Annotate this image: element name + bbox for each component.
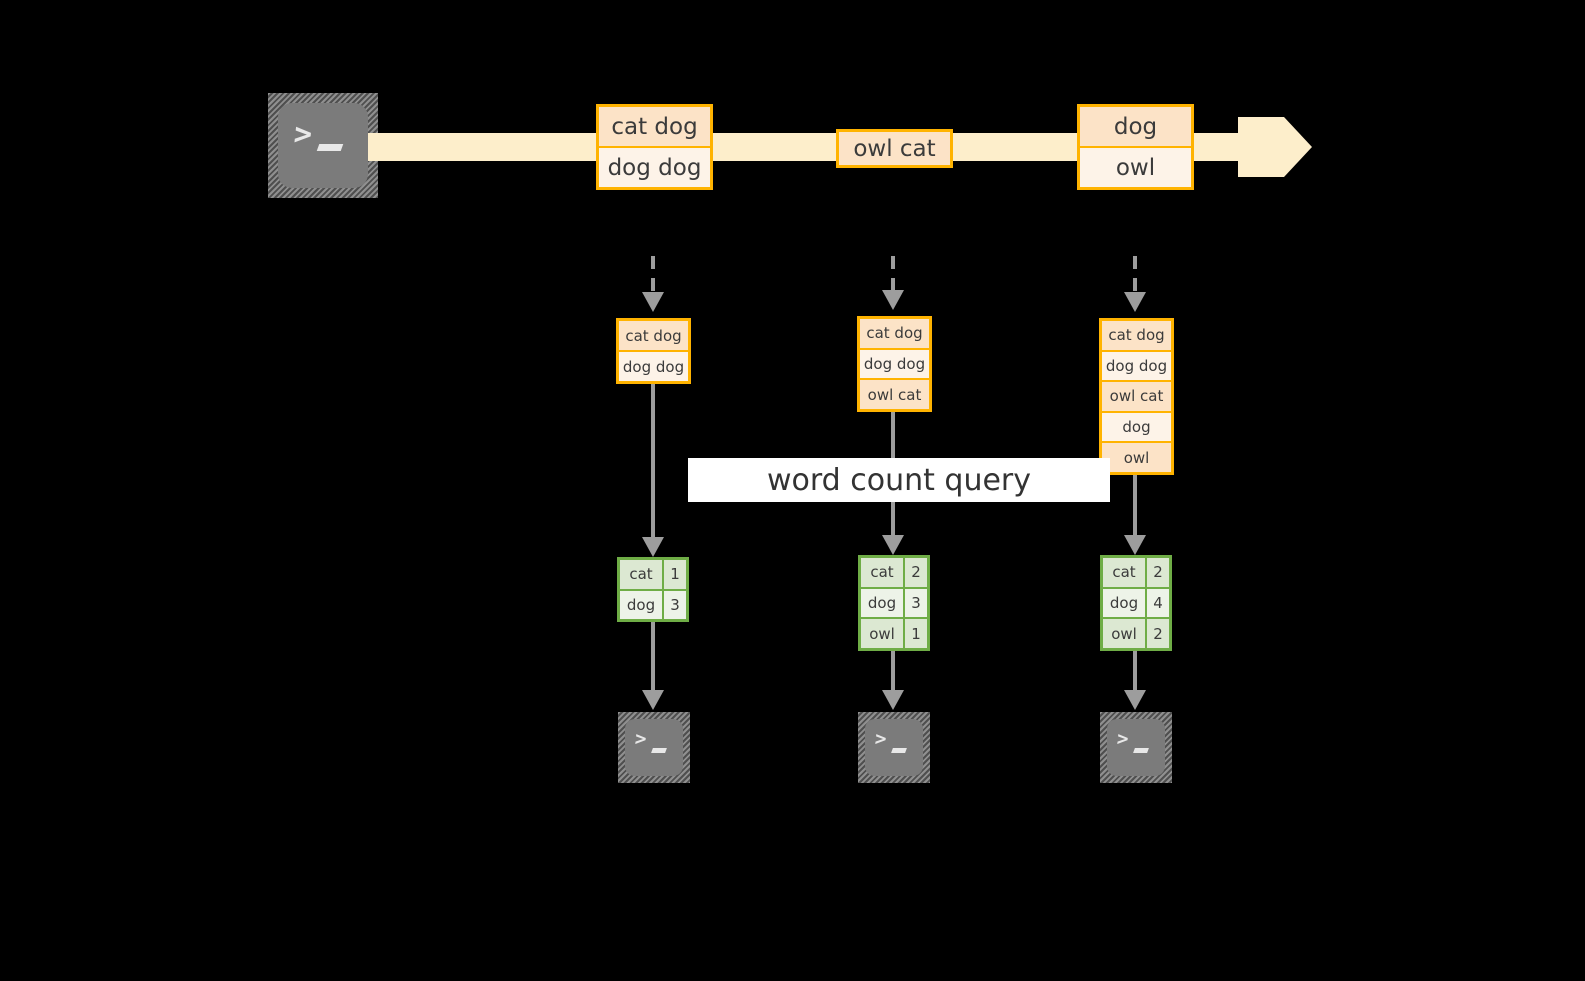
event-stream-head-shaft: [1238, 117, 1284, 177]
result-key-cell: cat: [861, 558, 905, 587]
result-row: cat 1: [620, 560, 686, 591]
terminal-prompt-glyph: >: [292, 117, 315, 152]
result-value-cell: 2: [1147, 619, 1169, 649]
stream-event-batch-2: owl cat: [836, 129, 953, 168]
result-table-3: cat 2 dog 4 owl 2: [1100, 555, 1172, 651]
snapshot-input-row: cat dog: [1102, 321, 1171, 352]
result-value-cell: 3: [905, 588, 927, 618]
terminal-screen: >: [625, 719, 683, 776]
query-arrowhead-3: [1124, 535, 1146, 555]
result-row: dog 4: [1103, 588, 1169, 620]
stream-event-batch-1: cat dog dog dog: [596, 104, 713, 190]
result-key-cell: dog: [620, 590, 664, 619]
result-value-cell: 1: [664, 560, 686, 589]
result-row: dog 3: [620, 590, 686, 619]
stream-event-line: dog dog: [599, 148, 710, 187]
result-key-cell: dog: [1103, 588, 1147, 618]
result-value-cell: 2: [905, 558, 927, 587]
sink-terminal-icon-1: >: [618, 712, 690, 783]
terminal-prompt-glyph: >: [634, 728, 649, 751]
terminal-screen: >: [278, 103, 368, 188]
result-row: owl 1: [861, 619, 927, 649]
query-connector-1: [651, 384, 655, 549]
snapshot-input-row: dog dog: [860, 349, 929, 381]
snapshot-feed-arrowhead-1: [642, 292, 664, 312]
result-row: dog 3: [861, 588, 927, 620]
result-row: owl 2: [1103, 619, 1169, 649]
snapshot-feed-arrowhead-2: [882, 290, 904, 310]
result-key-cell: cat: [620, 560, 664, 589]
result-value-cell: 1: [905, 619, 927, 649]
snapshot-feed-connector-2: [891, 256, 895, 292]
terminal-caret-icon: [890, 747, 907, 753]
snapshot-input-row: cat dog: [619, 321, 688, 352]
sink-terminal-icon-2: >: [858, 712, 930, 783]
right-arrow-icon: [1284, 117, 1312, 177]
result-row: cat 2: [1103, 558, 1169, 589]
terminal-caret-icon: [1132, 747, 1149, 753]
snapshot-input-row: owl cat: [860, 380, 929, 410]
terminal-screen: >: [1107, 719, 1165, 776]
terminal-screen: >: [865, 719, 923, 776]
result-table-1: cat 1 dog 3: [617, 557, 689, 622]
stream-event-line: cat dog: [599, 107, 710, 148]
snapshot-input-row: dog dog: [619, 352, 688, 381]
result-value-cell: 4: [1147, 588, 1169, 618]
stream-event-line: dog: [1080, 107, 1191, 148]
result-value-cell: 3: [664, 590, 686, 619]
snapshot-input-table-1: cat dog dog dog: [616, 318, 691, 384]
stream-event-line: owl: [1080, 148, 1191, 187]
stream-event-line: owl cat: [839, 132, 950, 165]
result-table-2: cat 2 dog 3 owl 1: [858, 555, 930, 651]
snapshot-input-row: owl cat: [1102, 382, 1171, 413]
terminal-caret-icon: [316, 143, 343, 151]
snapshot-input-row: cat dog: [860, 319, 929, 350]
query-arrowhead-1: [642, 537, 664, 557]
result-row: cat 2: [861, 558, 927, 589]
sink-connector-1: [651, 622, 655, 698]
snapshot-feed-arrowhead-3: [1124, 292, 1146, 312]
sink-terminal-icon-3: >: [1100, 712, 1172, 783]
query-arrowhead-2: [882, 535, 904, 555]
source-terminal-icon: >: [268, 93, 378, 198]
sink-connector-2: [891, 651, 895, 698]
terminal-prompt-glyph: >: [1116, 728, 1131, 751]
snapshot-input-table-2: cat dog dog dog owl cat: [857, 316, 932, 412]
snapshot-feed-connector-1: [651, 256, 655, 294]
snapshot-input-row: owl: [1102, 443, 1171, 472]
snapshot-input-row: dog: [1102, 412, 1171, 444]
terminal-caret-icon: [650, 747, 667, 753]
sink-arrowhead-2: [882, 690, 904, 710]
sink-arrowhead-1: [642, 690, 664, 710]
query-label: word count query: [688, 458, 1110, 502]
result-value-cell: 2: [1147, 558, 1169, 587]
snapshot-input-row: dog dog: [1102, 351, 1171, 383]
query-connector-3: [1133, 475, 1137, 547]
result-key-cell: owl: [1103, 619, 1147, 649]
sink-arrowhead-3: [1124, 690, 1146, 710]
result-key-cell: owl: [861, 619, 905, 649]
stream-event-batch-3: dog owl: [1077, 104, 1194, 190]
terminal-prompt-glyph: >: [874, 728, 889, 751]
snapshot-feed-connector-3: [1133, 256, 1137, 294]
sink-connector-3: [1133, 651, 1137, 698]
result-key-cell: cat: [1103, 558, 1147, 587]
snapshot-input-table-3: cat dog dog dog owl cat dog owl: [1099, 318, 1174, 475]
result-key-cell: dog: [861, 588, 905, 618]
